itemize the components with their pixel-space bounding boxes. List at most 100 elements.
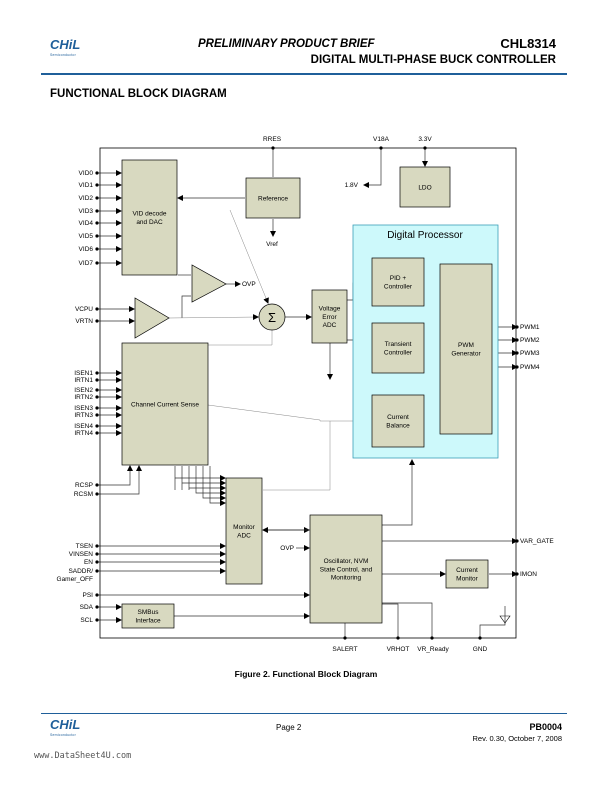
document-subtitle: DIGITAL MULTI-PHASE BUCK CONTROLLER xyxy=(310,54,556,66)
pin-label-rcsp: RCSP xyxy=(75,482,93,489)
pin-dot xyxy=(95,388,99,392)
pin-dot xyxy=(95,395,99,399)
wire xyxy=(98,465,142,495)
pid-controller-block xyxy=(371,257,425,307)
current-balance-block xyxy=(371,394,425,448)
ground-symbol xyxy=(499,615,511,624)
ldo-block-line-1: LDO xyxy=(418,184,431,191)
pin-label-3v3: 3.3V xyxy=(418,136,432,143)
reference-block xyxy=(245,177,301,219)
pin-dot xyxy=(515,325,519,329)
pin-dot xyxy=(95,618,99,622)
pin-label-pwm4: PWM4 xyxy=(520,364,540,371)
pin-label-isen1: ISEN1 xyxy=(74,370,93,377)
wire xyxy=(382,459,415,526)
pin-dot-vid7 xyxy=(95,261,99,265)
pin-label-vid4: VID4 xyxy=(79,220,94,227)
pin-label-gamer-off: Gamer_OFF xyxy=(57,576,94,583)
pin-dot xyxy=(95,593,99,597)
isense-bus-wire xyxy=(202,466,226,501)
pin-dot xyxy=(515,572,519,576)
pin-dot xyxy=(379,146,383,150)
wire xyxy=(479,606,506,638)
pin-dot-vid6 xyxy=(95,247,99,251)
pin-label-pwm1: PWM1 xyxy=(520,324,540,331)
isense-bus-wire xyxy=(195,466,226,496)
document-id: PB0004 xyxy=(529,722,562,732)
pin-dot xyxy=(95,319,99,323)
channel-current-sense-block-line-1: Channel Current Sense xyxy=(131,401,199,408)
pin-dot xyxy=(95,378,99,382)
monitor-adc-block xyxy=(225,477,263,585)
pin-label-vid2: VID2 xyxy=(79,195,94,202)
wire xyxy=(263,421,331,491)
watermark-link[interactable]: www.DataSheet4U.com xyxy=(34,751,132,761)
wire xyxy=(98,465,133,486)
pin-label-vrtn: VRTN xyxy=(75,318,93,325)
pin-label-pwm2: PWM2 xyxy=(520,337,540,344)
pid-controller-block-line-2: Controller xyxy=(384,283,413,290)
pin-dot-vid1 xyxy=(95,183,99,187)
smbus-interface-block xyxy=(121,603,175,629)
vid-decode-block-line-2: and DAC xyxy=(136,219,163,226)
transient-controller-block xyxy=(371,322,425,374)
header-rule xyxy=(41,73,567,75)
pin-dot xyxy=(95,544,99,548)
pin-dot-vid4 xyxy=(95,221,99,225)
voltage-error-adc-block xyxy=(311,289,348,344)
pin-dot xyxy=(515,539,519,543)
wire xyxy=(382,602,433,638)
pwm-generator-block-line-2: Generator xyxy=(451,350,481,357)
pin-label-irtn2: IRTN2 xyxy=(74,394,93,401)
pin-dot xyxy=(95,424,99,428)
chip-outline xyxy=(99,147,517,639)
isense-bus-wire xyxy=(188,466,226,491)
wire xyxy=(207,404,371,422)
transient-controller-block-line-2: Controller xyxy=(384,349,413,356)
current-monitor-block-line-1: Current xyxy=(456,567,478,574)
pin-label-irtn1: IRTN1 xyxy=(74,377,93,384)
section-title: FUNCTIONAL BLOCK DIAGRAM xyxy=(50,88,227,100)
pin-label-irtn3: IRTN3 xyxy=(74,412,93,419)
pin-dot xyxy=(95,605,99,609)
pin-label-vcpu: VCPU xyxy=(75,306,93,313)
pin-dot xyxy=(95,431,99,435)
isense-bus-wire xyxy=(209,466,226,506)
pin-dot xyxy=(430,636,434,640)
pin-label-psi: PSI xyxy=(83,592,94,599)
oscillator-nvm-block-line-1: Oscillator, NVM xyxy=(324,558,369,565)
document-type: PRELIMINARY PRODUCT BRIEF xyxy=(198,38,375,50)
current-balance-block-line-2: Balance xyxy=(386,422,410,429)
pin-label-isen3: ISEN3 xyxy=(74,405,93,412)
smbus-interface-block-line-2: Interface xyxy=(135,617,161,624)
pin-label-en: EN xyxy=(84,559,93,566)
ldo-block xyxy=(399,166,451,208)
revision: Rev. 0.30, October 7, 2008 xyxy=(472,734,563,743)
isense-bus-wire xyxy=(181,466,226,490)
pin-label-rcsm: RCSM xyxy=(74,491,93,498)
summing-junction xyxy=(258,303,286,331)
pin-label-vid1: VID1 xyxy=(79,182,94,189)
monitor-adc-block-line-2: ADC xyxy=(237,532,251,539)
pin-label-gnd: GND xyxy=(473,646,488,653)
pin-label-vid5: VID5 xyxy=(79,233,94,240)
pin-label-vrhot: VRHOT xyxy=(387,646,410,653)
pin-label-vinsen: VINSEN xyxy=(69,551,94,558)
current-monitor-block xyxy=(445,559,489,589)
pwm-generator-block xyxy=(439,263,493,435)
wire xyxy=(363,148,382,188)
pin-dot xyxy=(515,351,519,355)
pin-label-rres: RRES xyxy=(263,136,282,143)
monitor-adc-block-line-1: Monitor xyxy=(233,524,256,531)
pin-dot xyxy=(515,338,519,342)
pin-label-v18a: V18A xyxy=(373,136,390,143)
page-number: Page 2 xyxy=(276,723,302,732)
signal-1v8: 1.8V xyxy=(345,182,359,189)
pin-dot xyxy=(423,146,427,150)
digital-processor-label: Digital Processor xyxy=(387,230,463,241)
pin-dot xyxy=(95,406,99,410)
pin-label-scl: SCL xyxy=(80,617,93,624)
oscillator-nvm-block-line-3: Monitoring xyxy=(331,574,362,581)
current-balance-block-line-1: Current xyxy=(387,414,409,421)
